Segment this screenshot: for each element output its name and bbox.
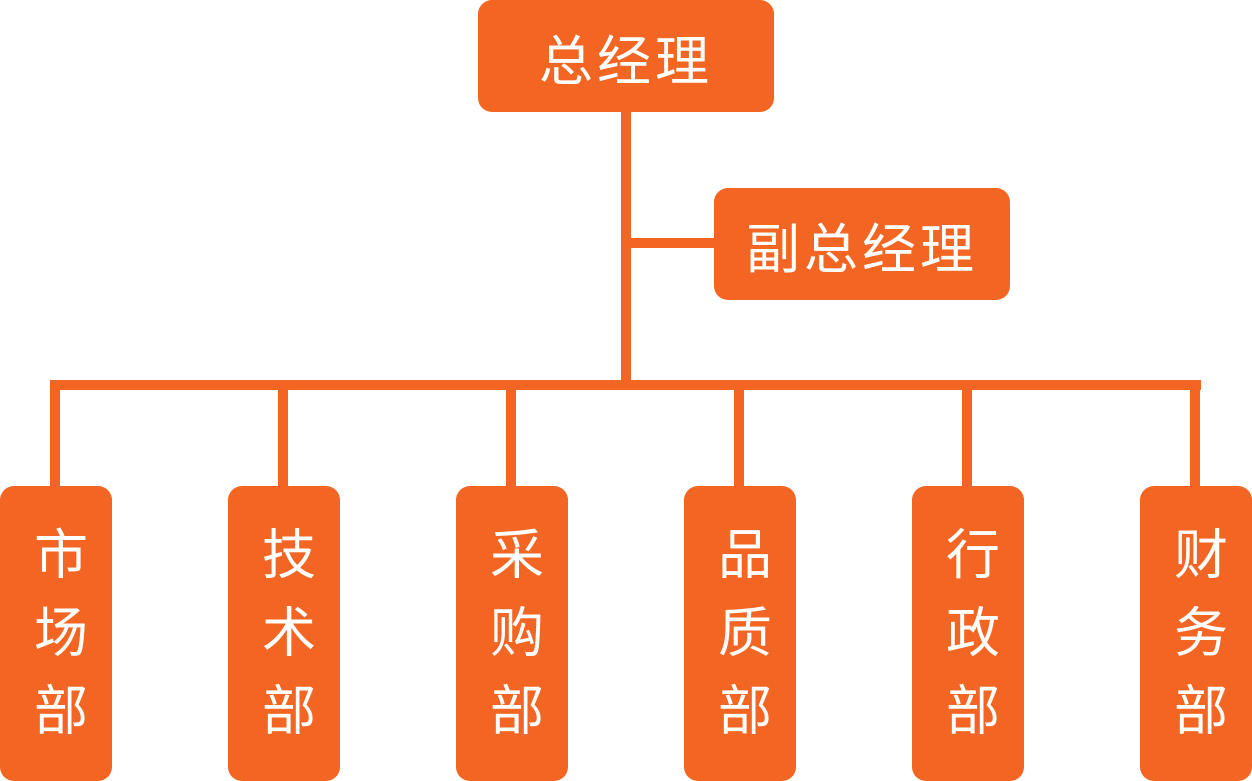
branch-connector-3 xyxy=(506,385,516,490)
deputy-connector xyxy=(626,238,718,248)
branch-connector-6 xyxy=(1190,385,1200,490)
deputy-general-manager-node: 副总经理 xyxy=(714,188,1010,300)
department-node-technology: 技术部 xyxy=(228,486,340,781)
horizontal-connector xyxy=(50,380,1201,390)
department-node-finance: 财务部 xyxy=(1140,486,1252,781)
department-node-procurement: 采购部 xyxy=(456,486,568,781)
branch-connector-4 xyxy=(734,385,744,490)
department-node-marketing: 市场部 xyxy=(0,486,112,781)
department-node-administration: 行政部 xyxy=(912,486,1024,781)
general-manager-node: 总经理 xyxy=(478,0,774,112)
branch-connector-1 xyxy=(50,385,60,490)
department-node-quality: 品质部 xyxy=(684,486,796,781)
branch-connector-5 xyxy=(962,385,972,490)
branch-connector-2 xyxy=(278,385,288,490)
